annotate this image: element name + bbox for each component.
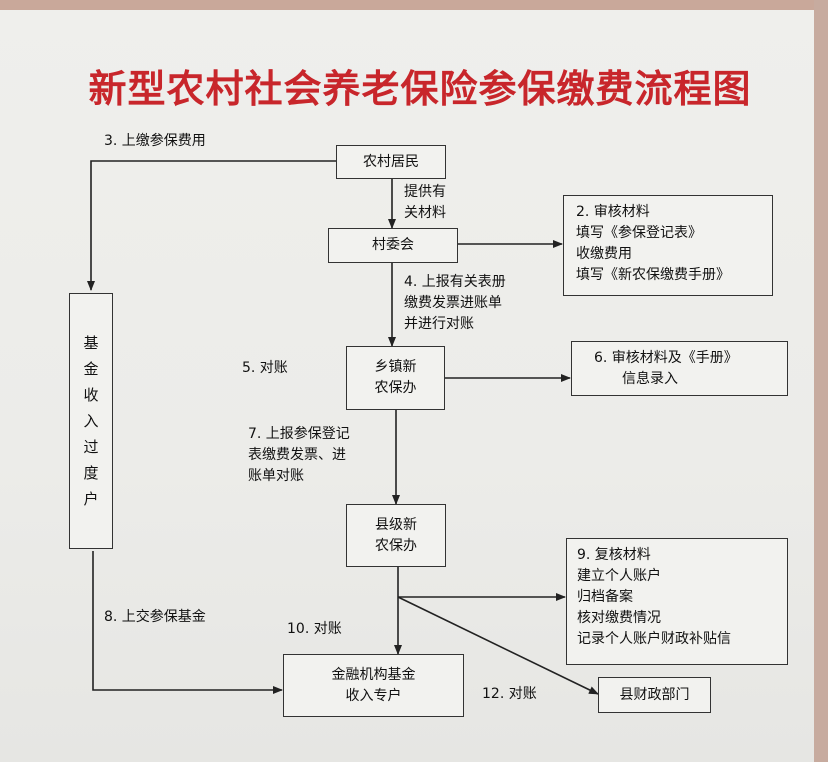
frame-right-edge (814, 0, 828, 762)
node-county-finance: 县财政部门 (598, 677, 711, 713)
step7-line-3: 账单对账 (248, 468, 304, 484)
step9-line-4: 核对缴费情况 (577, 610, 661, 626)
edge-villager-to-transit (87, 160, 336, 291)
step2-line-3: 收缴费用 (576, 246, 632, 262)
step7-line-1: 7. 上报参保登记 (248, 426, 350, 442)
provide-materials-line-1: 提供有 (404, 184, 446, 200)
label-step8: 8. 上交参保基金 (104, 609, 206, 625)
node-transit-vertical-label: 基 金 收 入 过 度 户 (79, 330, 103, 512)
step9-line-1: 9. 复核材料 (577, 547, 651, 563)
label-step4: 4. 上报有关表册 缴费发票进账单 并进行对账 (404, 272, 506, 335)
step4-line-3: 并进行对账 (404, 316, 474, 332)
node-transit-account: 基 金 收 入 过 度 户 (69, 293, 113, 549)
node-county-line-2: 农保办 (375, 537, 417, 554)
transit-char-2: 金 (83, 360, 99, 378)
step6-line-1: 6. 审核材料及《手册》 (594, 350, 738, 366)
transit-char-3: 收 (83, 386, 99, 404)
node-county-office: 县级新 农保办 (346, 504, 446, 567)
label-step7: 7. 上报参保登记 表缴费发票、进 账单对账 (248, 424, 350, 487)
step7-line-2: 表缴费发票、进 (248, 447, 346, 463)
frame-top-edge (0, 0, 828, 10)
transit-char-4: 入 (83, 412, 99, 430)
label-step5: 5. 对账 (242, 360, 288, 376)
node-village-committee: 村委会 (328, 228, 458, 263)
step9-line-2: 建立个人账户 (577, 568, 661, 584)
label-step10: 10. 对账 (287, 621, 342, 637)
label-step3: 3. 上缴参保费用 (104, 133, 206, 149)
step4-line-2: 缴费发票进账单 (404, 295, 502, 311)
node-villager: 农村居民 (336, 145, 446, 179)
node-villager-label: 农村居民 (363, 153, 419, 170)
edge-county-to-finance (397, 596, 599, 695)
transit-char-6: 度 (83, 464, 99, 482)
node-county-line-1: 县级新 (375, 516, 417, 533)
edge-transit-to-fund (92, 551, 283, 694)
transit-char-7: 户 (83, 490, 99, 508)
node-fund-line-1: 金融机构基金 (331, 666, 416, 683)
step2-line-1: 2. 审核材料 (576, 204, 650, 220)
transit-char-5: 过 (83, 438, 99, 456)
label-provide-materials: 提供有 关材料 (404, 182, 446, 224)
step2-line-4: 填写《新农保缴费手册》 (576, 267, 730, 283)
step2-line-2: 填写《参保登记表》 (576, 225, 702, 241)
step6-box: 6. 审核材料及《手册》 信息录入 (571, 341, 788, 396)
step9-box: 9. 复核材料 建立个人账户 归档备案 核对缴费情况 记录个人账户财政补贴信 (566, 538, 788, 665)
step6-line-2: 信息录入 (622, 371, 678, 387)
node-township-line-2: 农保办 (374, 380, 417, 396)
node-township-office: 乡镇新 农保办 (346, 346, 445, 410)
node-fund-line-2: 收入专户 (345, 687, 402, 704)
transit-char-1: 基 (83, 334, 99, 352)
node-fund-account: 金融机构基金 收入专户 (283, 654, 464, 717)
label-step12: 12. 对账 (482, 686, 537, 702)
provide-materials-line-2: 关材料 (404, 205, 446, 221)
node-county-finance-label: 县财政部门 (619, 686, 690, 703)
node-village-committee-label: 村委会 (372, 237, 414, 253)
step2-box: 2. 审核材料 填写《参保登记表》 收缴费用 填写《新农保缴费手册》 (563, 195, 773, 296)
node-township-line-1: 乡镇新 (374, 359, 417, 375)
step9-line-5: 记录个人账户财政补贴信 (577, 631, 731, 647)
step9-line-3: 归档备案 (577, 589, 633, 605)
step4-line-1: 4. 上报有关表册 (404, 274, 506, 290)
page-title: 新型农村社会养老保险参保缴费流程图 (88, 67, 752, 111)
